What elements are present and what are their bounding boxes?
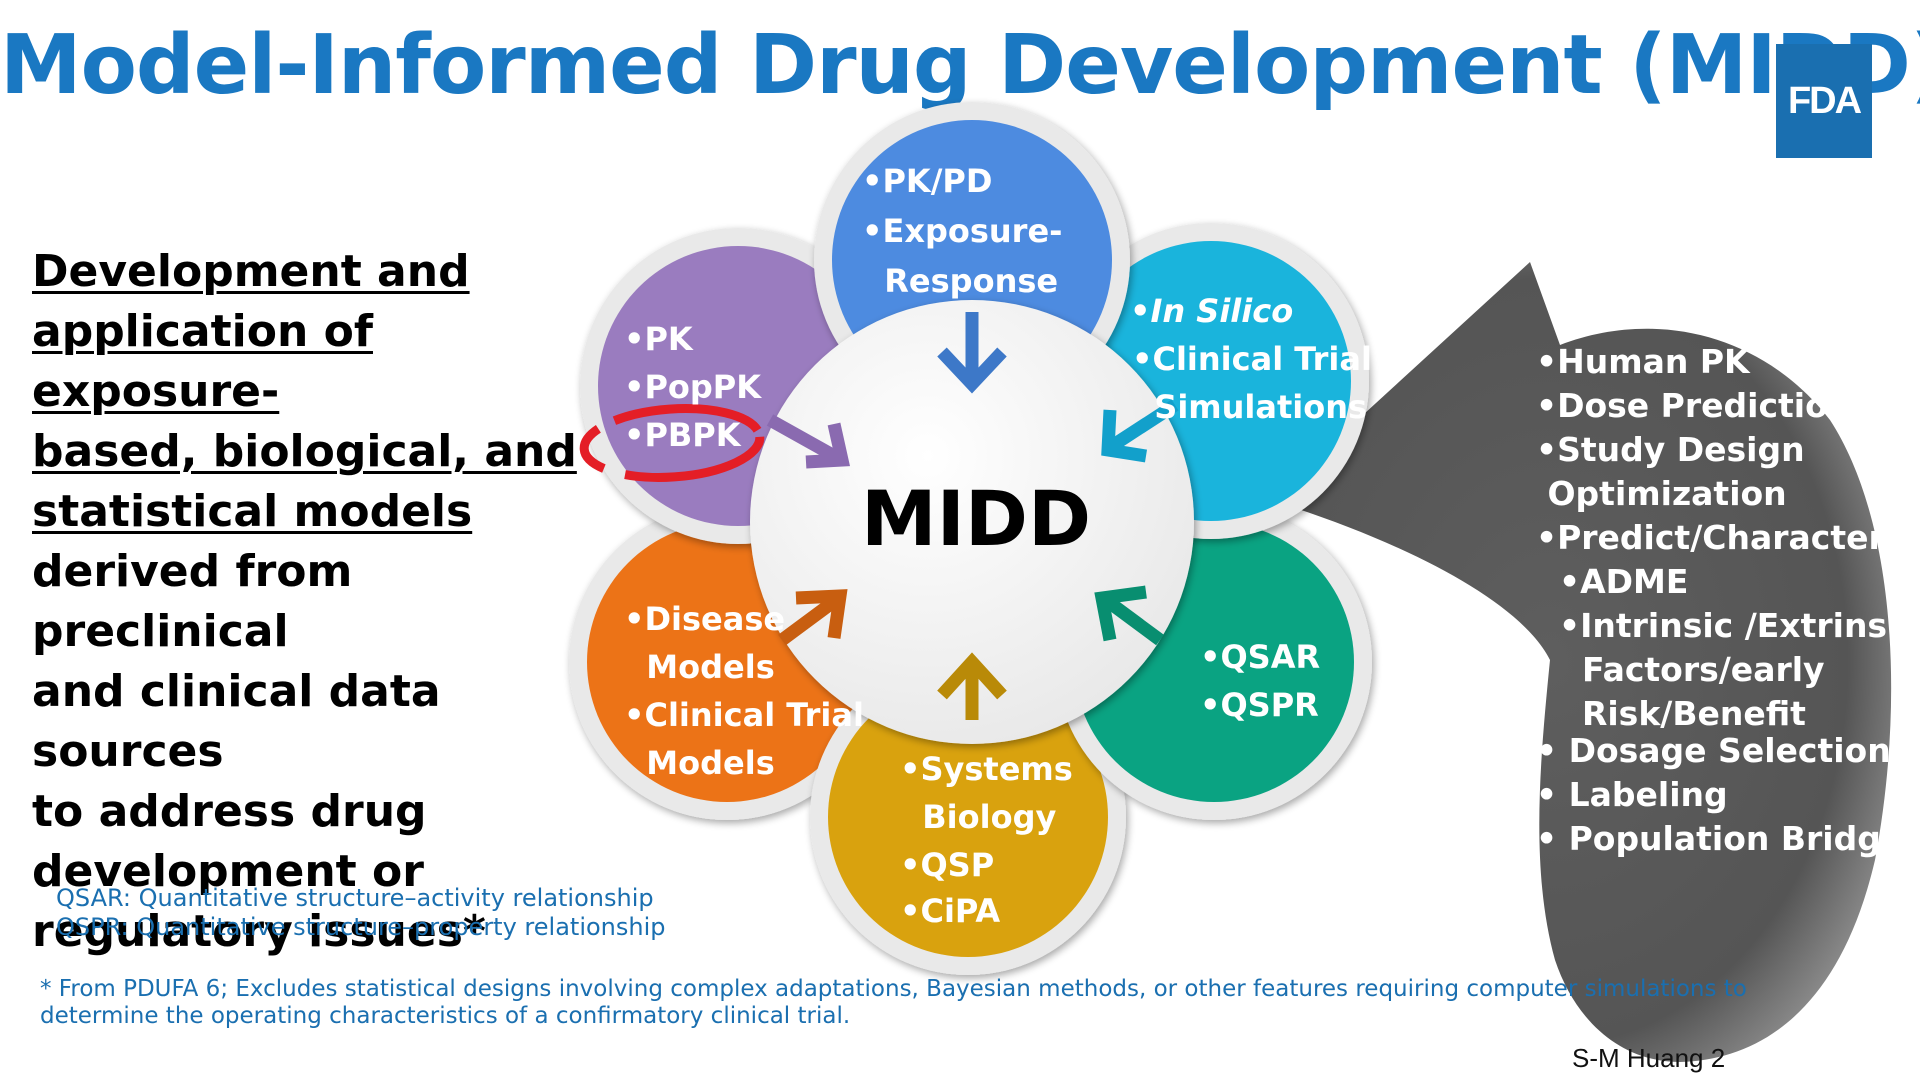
petal-left-line: •PBPK	[624, 416, 742, 454]
petal-right-top-line: Simulations	[1132, 388, 1367, 426]
definition-line: development or	[32, 846, 424, 897]
petal-right-bottom-line: •QSAR	[1200, 638, 1320, 676]
definition-line: derived from preclinical	[32, 546, 353, 657]
application-item: Risk/Benefit	[1536, 694, 1806, 733]
definition-line: to address drug	[32, 786, 427, 837]
petal-bottom-line: Biology	[900, 798, 1056, 836]
application-item: • Dosage Selection	[1536, 731, 1891, 770]
definition-line: regulatory issues*	[32, 906, 486, 957]
petal-left-line: •PopPK	[624, 368, 762, 406]
application-item: •Intrinsic /Extrinsic	[1536, 606, 1918, 645]
definition-line: based, biological, and	[32, 426, 577, 477]
page-title: Model-Informed Drug Development (MIDD)	[0, 18, 1920, 113]
petal-bottom-line: •Systems	[900, 750, 1073, 788]
applications-callout	[1270, 262, 1892, 1062]
petal-right-top-line: •In Silico	[1130, 292, 1293, 330]
petal-bottom	[810, 659, 1126, 975]
application-item: •Study Design	[1536, 430, 1805, 469]
footnote: * From PDUFA 6; Excludes statistical des…	[40, 976, 1747, 1029]
petal-left-bottom-line: Models	[624, 648, 775, 686]
petal-top-line: Response	[862, 262, 1058, 300]
petal-left-bottom-line: •Disease	[624, 600, 785, 638]
application-item: Optimization	[1536, 474, 1787, 513]
petal-bottom-line: •QSP	[900, 846, 994, 884]
definition-line: and clinical data sources	[32, 666, 441, 777]
petal-right-top-line: •Clinical Trial	[1132, 340, 1372, 378]
abbreviation-qspr: QSPR: Quantitative structure–property re…	[56, 913, 666, 941]
application-item: •Dose Prediction	[1536, 386, 1851, 425]
petal-top-line: •PK/PD	[862, 162, 992, 200]
definition-line: statistical models	[32, 486, 473, 537]
arrow-from-bottom	[937, 652, 1007, 720]
petal-left-bottom-line: •Clinical Trial	[624, 696, 864, 734]
arrow-from-left-bottom	[778, 589, 848, 646]
petal-right-bottom-line: •QSPR	[1200, 686, 1319, 724]
petal-bottom-line: •CiPA	[900, 892, 1000, 930]
center-label: MIDD	[861, 474, 1091, 563]
arrow-from-top	[937, 312, 1007, 394]
application-item: •ADME	[1536, 562, 1688, 601]
application-item: •Predict/Characterize	[1536, 518, 1920, 557]
definition-line: Development and	[32, 246, 470, 297]
application-item: • Population Bridging	[1536, 819, 1920, 858]
fda-logo: FDA	[1776, 44, 1872, 158]
arrow-from-right-bottom	[1094, 585, 1164, 646]
arrow-from-right-top	[1101, 399, 1179, 463]
arrow-from-left	[766, 414, 851, 469]
application-item: •Human PK	[1536, 342, 1751, 381]
midd-definition: Development and application of exposure-…	[32, 242, 602, 962]
definition-line: application of exposure-	[32, 306, 373, 417]
author-slide-number: S-M Huang 2	[1572, 1043, 1726, 1073]
application-item: • Labeling	[1536, 775, 1728, 814]
abbreviation-definitions: QSAR: Quantitative structure–activity re…	[56, 884, 666, 942]
application-item: Factors/early	[1536, 650, 1825, 689]
abbreviation-qsar: QSAR: Quantitative structure–activity re…	[56, 884, 654, 912]
petal-left-bottom-line: Models	[624, 744, 775, 782]
petal-top-line: •Exposure-	[862, 212, 1062, 250]
midd-center-circle	[750, 300, 1194, 744]
pbpk-highlight-ellipse	[579, 404, 765, 482]
petal-left-line: •PK	[624, 320, 694, 358]
